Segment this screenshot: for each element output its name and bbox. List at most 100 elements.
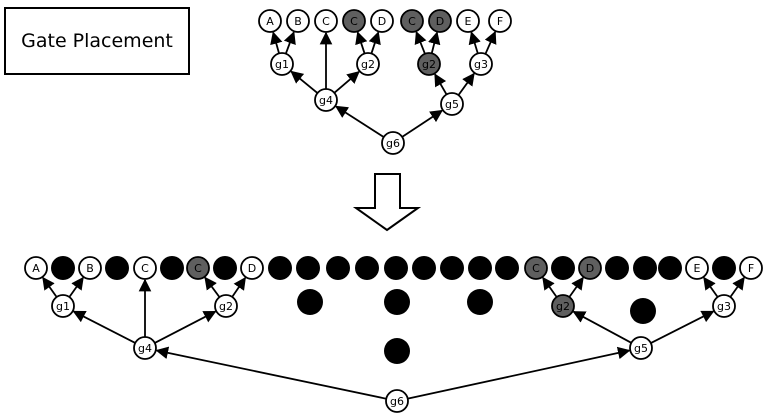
grid-dot — [658, 256, 682, 280]
top-gate-node: g2 — [417, 52, 441, 76]
grid-edge — [154, 310, 217, 344]
top-gate-node: g4 — [314, 88, 338, 112]
grid-dot — [326, 256, 350, 280]
grid-leaf-node-label: B — [86, 262, 94, 275]
grid-leaf-node: C — [133, 256, 157, 280]
grid-gate-node: g6 — [385, 389, 409, 413]
grid-gate-node-label: g1 — [56, 300, 70, 313]
grid-gate-node: g2 — [214, 294, 238, 318]
tree-edge — [484, 30, 497, 55]
grid-dot — [633, 256, 657, 280]
grid-gate-node-label: g6 — [390, 395, 404, 408]
grid-leaf-node-label: A — [32, 262, 40, 275]
grid-edge — [729, 276, 745, 298]
grid-leaf-node-label: C — [141, 262, 149, 275]
top-gate-node-label: g6 — [386, 137, 400, 150]
top-leaf-node: C — [314, 9, 338, 33]
top-leaf-node-label: F — [497, 15, 503, 28]
tree-edge — [335, 105, 385, 138]
grid-leaf-node-label: F — [748, 262, 754, 275]
grid-leaf-node: C — [524, 256, 548, 280]
tree-edge — [270, 31, 283, 54]
grid-dot — [630, 298, 656, 324]
grid-gate-node-label: g4 — [138, 342, 152, 355]
tree-edge — [333, 70, 360, 94]
top-leaf-node-label: C — [408, 15, 416, 28]
grid-leaf-node: E — [685, 256, 709, 280]
grid-edge — [231, 276, 246, 298]
top-leaf-node: C — [342, 9, 366, 33]
top-gate-node-label: g4 — [319, 94, 333, 107]
grid-dot — [384, 256, 408, 280]
grid-dot — [51, 256, 75, 280]
grid-leaf-node: F — [739, 256, 763, 280]
top-leaf-node: D — [370, 9, 394, 33]
edges — [42, 30, 745, 400]
grid-edge — [68, 276, 84, 298]
grid-dot — [268, 256, 292, 280]
diagram-title: Gate Placement — [21, 30, 173, 52]
grid-leaf-node: A — [24, 256, 48, 280]
grid-gate-node: g1 — [51, 294, 75, 318]
top-leaf-node: F — [488, 9, 512, 33]
top-gate-node: g6 — [381, 131, 405, 155]
top-leaf-node-label: D — [378, 15, 386, 28]
transform-arrow — [352, 173, 422, 232]
grid-dot — [412, 256, 436, 280]
top-leaf-node: B — [286, 9, 310, 33]
top-leaf-node-label: C — [350, 15, 358, 28]
grid-leaf-node-label: C — [194, 262, 202, 275]
grid-dot — [384, 289, 410, 315]
top-gate-node: g3 — [469, 52, 493, 76]
grid-dot — [105, 256, 129, 280]
tree-edge — [283, 31, 296, 55]
top-gate-node: g2 — [356, 52, 380, 76]
top-leaf-node-label: E — [465, 15, 472, 28]
tree-edge — [401, 109, 444, 138]
top-leaf-node: D — [428, 9, 452, 33]
tree-edge — [368, 31, 381, 54]
grid-edge — [650, 310, 715, 344]
grid-dot — [495, 256, 519, 280]
grid-gate-node-label: g2 — [556, 300, 570, 313]
top-gate-node-label: g2 — [361, 58, 375, 71]
grid-leaf-node: D — [240, 256, 264, 280]
grid-edge — [407, 346, 631, 400]
tree-edge — [468, 31, 481, 54]
grid-gate-node-label: g3 — [717, 300, 731, 313]
tree-edge — [414, 30, 427, 55]
grid-dot — [297, 289, 323, 315]
grid-dot — [355, 256, 379, 280]
top-gate-node-label: g3 — [474, 58, 488, 71]
tree-edge — [428, 31, 441, 54]
top-leaf-node-label: D — [436, 15, 444, 28]
grid-dot — [213, 256, 237, 280]
grid-gate-node-label: g5 — [634, 342, 648, 355]
grid-leaf-node-label: E — [694, 262, 701, 275]
grid-edge — [155, 346, 387, 400]
tree-edge — [290, 70, 319, 94]
grid-gate-node: g3 — [712, 294, 736, 318]
grid-leaf-node-label: D — [248, 262, 256, 275]
grid-leaf-node-label: D — [586, 262, 594, 275]
grid-leaf-node-label: C — [532, 262, 540, 275]
top-leaf-node: C — [400, 9, 424, 33]
grid-leaf-node: D — [578, 256, 602, 280]
top-leaf-node-label: A — [266, 15, 274, 28]
grid-gate-node-label: g2 — [219, 300, 233, 313]
grid-gate-node: g5 — [629, 336, 653, 360]
grid-dot — [384, 338, 410, 364]
grid-dot — [440, 256, 464, 280]
grid-dot — [296, 256, 320, 280]
grid-edge — [204, 276, 221, 298]
tree-edge — [457, 72, 475, 96]
grid-dot — [468, 256, 492, 280]
grid-dot — [551, 256, 575, 280]
grid-edge — [542, 276, 558, 298]
top-leaf-node-label: C — [322, 15, 330, 28]
grid-gate-node: g2 — [551, 294, 575, 318]
grid-edge — [42, 276, 58, 298]
top-leaf-node-label: B — [294, 15, 302, 28]
